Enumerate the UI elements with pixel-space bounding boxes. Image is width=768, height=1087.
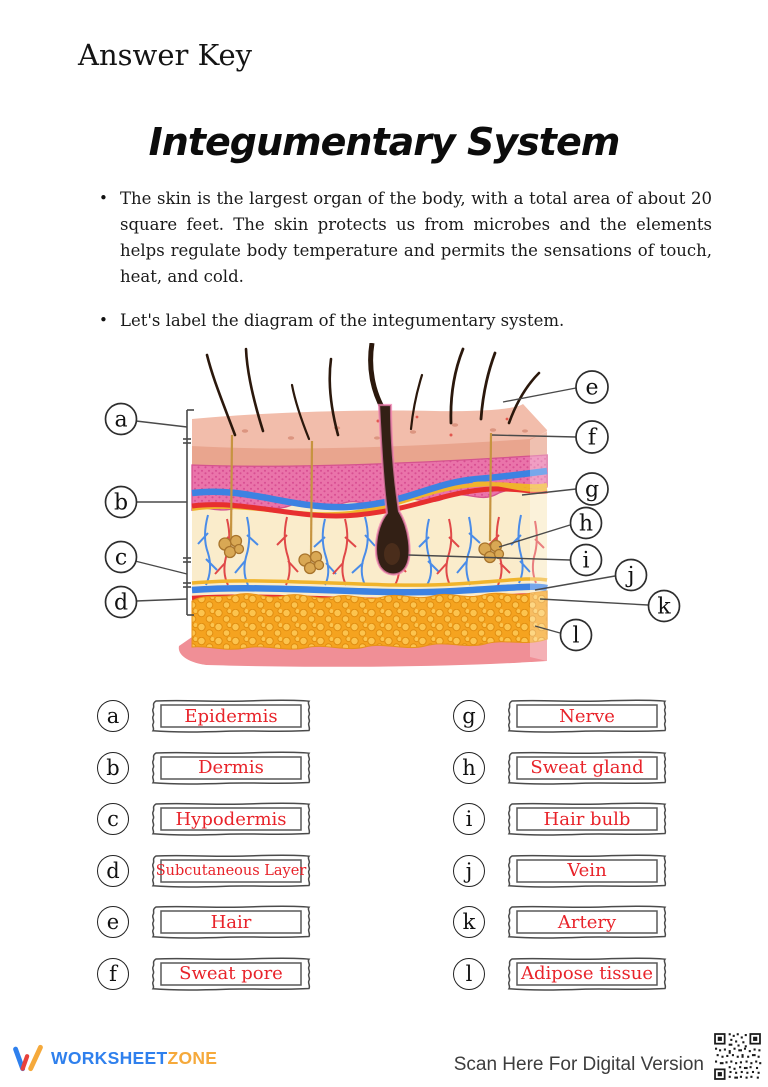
answer-box: Hypodermis [146,801,316,837]
svg-text:g: g [585,478,599,503]
answer-box: Adipose tissue [502,956,672,992]
answer-row-l: l Adipose tissue [453,956,672,992]
worksheetzone-logo: WORKSHEETZONE [12,1044,217,1072]
answer-text: Adipose tissue [521,963,653,985]
answer-row-c: c Hypodermis [97,801,316,837]
answer-letter: l [453,957,485,990]
answer-text: Sweat gland [530,757,644,779]
answer-box: Artery [502,904,672,940]
answer-letter: i [453,803,485,836]
answer-text: Sweat pore [179,963,283,985]
hairs [205,347,541,441]
answer-column-left: a Epidermis b Dermis c Hypodermis d [97,698,316,1008]
scan-here-text: Scan Here For Digital Version [453,1054,704,1075]
answer-row-j: j Vein [453,853,672,889]
answer-box: Dermis [146,750,316,786]
answer-text: Nerve [559,705,615,727]
answer-row-b: b Dermis [97,750,316,786]
svg-text:d: d [114,591,128,616]
answer-box: Vein [502,853,672,889]
answer-row-i: i Hair bulb [453,801,672,837]
answer-letter: b [97,751,129,784]
answer-letter: f [97,957,129,990]
answer-letter: e [97,906,129,939]
answer-text: Subcutaneous Layer [155,862,307,879]
qr-code [711,1030,764,1083]
diagram-label-e: e [575,370,609,404]
diagram-label-b: b [104,485,138,519]
diagram-label-f: f [575,420,609,454]
answer-letter: a [97,700,129,732]
brand-word-zone: ZONE [167,1047,218,1068]
answer-text: Dermis [198,757,264,779]
svg-text:f: f [588,426,598,451]
svg-text:i: i [582,549,589,574]
answer-column-right: g Nerve h Sweat gland i Hair bulb j [453,698,672,1008]
svg-text:l: l [572,624,579,649]
svg-text:b: b [114,491,128,516]
answer-box: Epidermis [146,698,316,734]
sweat-ducts [229,432,493,556]
diagram-label-a: a [104,402,138,436]
hair-follicle [374,403,411,576]
answer-text: Hypodermis [175,808,287,830]
skin-block [178,343,548,667]
adipose-layer [191,590,548,650]
answer-text: Artery [557,911,617,933]
answer-letter: g [453,700,485,732]
answer-text: Hair bulb [543,808,631,830]
svg-text:h: h [579,512,593,537]
answer-list: a Epidermis b Dermis c Hypodermis d [0,698,768,1018]
diagram-label-h: h [569,506,603,540]
diagram-labels: a b c d e f g h i j k l [104,370,681,652]
diagram-label-k: k [647,589,681,623]
answer-row-k: k Artery [453,904,672,940]
answer-row-d: d Subcutaneous Layer [97,853,316,889]
answer-row-f: f Sweat pore [97,956,316,992]
answer-box: Subcutaneous Layer [146,853,316,889]
page-title: Integumentary System [148,120,621,164]
layer-bracket [183,409,194,616]
svg-text:k: k [657,595,671,620]
svg-text:c: c [115,546,127,571]
brand-name: WORKSHEETZONE [51,1048,217,1069]
answer-row-h: h Sweat gland [453,750,672,786]
answer-box: Nerve [502,698,672,734]
intro-section: The skin is the largest organ of the bod… [99,186,712,351]
answer-box: Sweat pore [146,956,316,992]
answer-box: Hair bulb [502,801,672,837]
diagram-label-g: g [575,472,609,506]
svg-text:e: e [585,376,598,401]
diagram-label-i: i [569,543,603,577]
worksheetzone-logo-icon [13,1044,43,1072]
intro-bullet-2: Let's label the diagram of the integumen… [99,308,712,334]
answer-letter: j [453,854,485,887]
diagram-label-d: d [104,585,138,619]
skin-diagram: a b c d e f g h i j k l [95,343,695,668]
diagram-label-c: c [104,540,138,574]
answer-letter: c [97,803,129,836]
answer-row-e: e Hair [97,904,316,940]
svg-text:a: a [114,408,127,433]
diagram-label-j: j [614,558,648,592]
answer-text: Vein [567,860,607,882]
answer-letter: d [97,854,129,887]
brand-word-worksheet: WORKSHEET [51,1047,168,1068]
answer-letter: h [453,751,485,784]
diagram-label-l: l [559,618,593,652]
answer-text: Hair [210,911,252,933]
skin-diagram-svg: a b c d e f g h i j k l [104,343,681,667]
answer-text: Epidermis [184,705,278,727]
intro-bullet-1: The skin is the largest organ of the bod… [99,186,712,290]
answer-letter: k [453,906,485,939]
svg-text:j: j [625,564,635,589]
hair-shaft [368,343,386,411]
answer-key-label: Answer Key [78,38,252,72]
answer-row-a: a Epidermis [97,698,316,734]
answer-box: Hair [146,904,316,940]
answer-box: Sweat gland [502,750,672,786]
leader-lines [134,387,649,634]
answer-row-g: g Nerve [453,698,672,734]
